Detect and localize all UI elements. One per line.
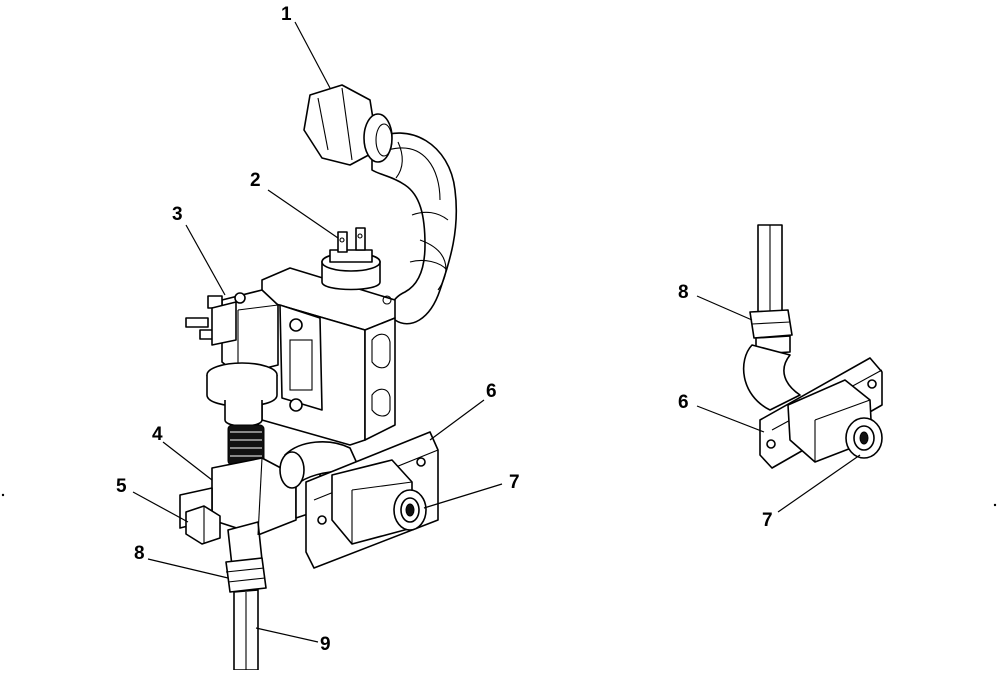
- part-9-tube: [233, 589, 259, 671]
- outlet-elbow: [279, 441, 361, 489]
- part-3-solenoid-valve: [185, 289, 279, 466]
- detail-assembly: [742, 224, 883, 469]
- stray-dot-left: [1, 493, 5, 497]
- callout-6-main: 6: [486, 381, 497, 402]
- callout-8-detail: 8: [678, 282, 689, 303]
- callout-6-detail: 6: [678, 392, 689, 413]
- callout-5: 5: [116, 476, 127, 497]
- part-1-hose-fitting: [303, 84, 458, 325]
- part-8-nut-detail: [749, 309, 793, 355]
- part-7-outlet-fitting-main: [331, 459, 427, 545]
- callout-7-detail: 7: [762, 510, 773, 531]
- callout-labels: 1 2 3 4 5 6 7 8 9 8 6 7: [116, 4, 773, 655]
- callout-7-main: 7: [509, 472, 520, 493]
- part-5-plug: [185, 505, 221, 545]
- main-assembly: [179, 84, 458, 671]
- callout-8-main: 8: [134, 543, 145, 564]
- mounting-bracket: [261, 267, 396, 446]
- stray-dot-right: [993, 503, 997, 507]
- callout-1: 1: [281, 4, 292, 25]
- part-8-nut-main: [225, 557, 267, 593]
- callout-9: 9: [320, 634, 331, 655]
- callout-4: 4: [152, 424, 163, 445]
- part-7-outlet-fitting-detail: [787, 379, 883, 463]
- leader-lines: [132, 21, 861, 643]
- callout-3: 3: [172, 204, 183, 225]
- callout-2: 2: [250, 170, 261, 191]
- detail-elbow: [742, 344, 801, 411]
- part-2-pressure-switch: [321, 227, 381, 291]
